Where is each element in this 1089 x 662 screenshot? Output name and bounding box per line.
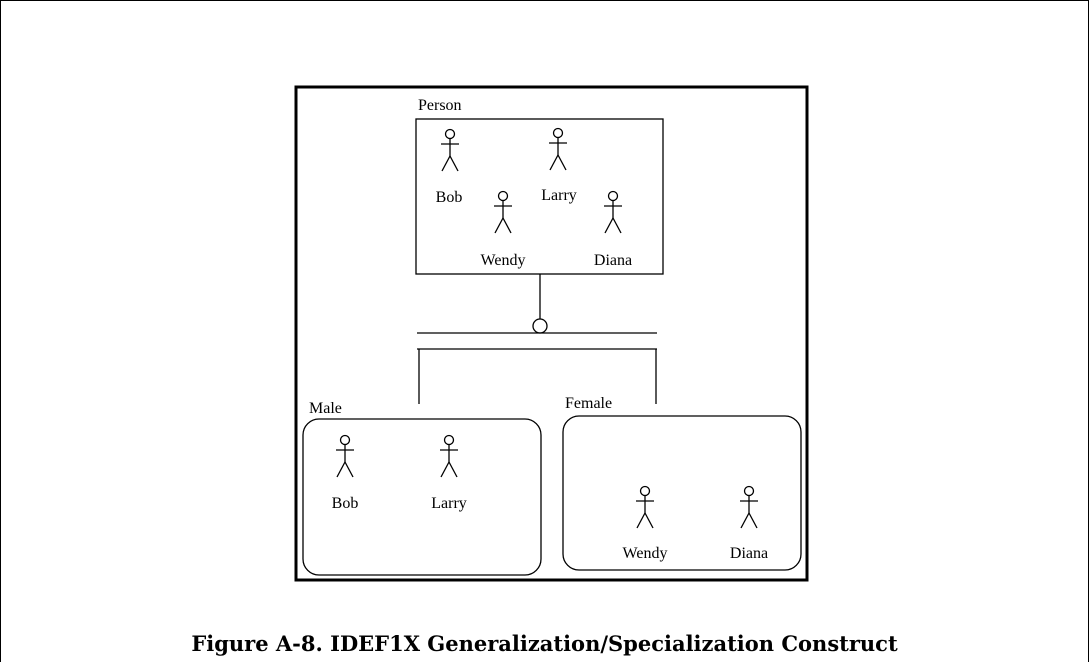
male-entity-box bbox=[302, 418, 542, 576]
incomplete-category-circle bbox=[532, 318, 548, 334]
stick-figure-icon bbox=[603, 190, 623, 234]
female-member-wendy: Wendy bbox=[623, 545, 668, 562]
female-entity-box bbox=[562, 415, 802, 571]
male-member-bob: Bob bbox=[332, 495, 359, 512]
person-member-bob: Bob bbox=[436, 189, 463, 206]
stick-figure-icon bbox=[440, 128, 460, 172]
person-member-diana: Diana bbox=[594, 252, 632, 269]
stick-figure-icon bbox=[739, 485, 759, 529]
stick-figure-icon bbox=[493, 190, 513, 234]
stick-figure-icon bbox=[635, 485, 655, 529]
female-member-diana: Diana bbox=[730, 545, 768, 562]
male-entity-label: Male bbox=[309, 400, 342, 417]
stick-figure-icon bbox=[335, 434, 355, 478]
male-member-larry: Larry bbox=[431, 495, 467, 512]
stick-figure-icon bbox=[439, 434, 459, 478]
figure-caption: Figure A-8. IDEF1X Generalization/Specia… bbox=[191, 631, 898, 656]
female-entity-label: Female bbox=[565, 395, 612, 412]
person-entity-label: Person bbox=[418, 97, 462, 114]
figure-border bbox=[294, 85, 809, 582]
person-member-wendy: Wendy bbox=[481, 252, 526, 269]
person-member-larry: Larry bbox=[541, 187, 577, 204]
stick-figure-icon bbox=[548, 127, 568, 171]
